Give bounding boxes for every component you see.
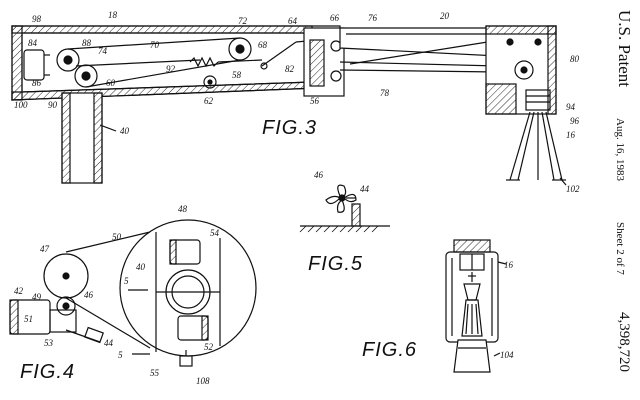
ref-72: 72 xyxy=(238,16,248,26)
ref-70: 70 xyxy=(150,40,160,50)
ref-104: 104 xyxy=(500,350,514,360)
ref-20: 20 xyxy=(440,11,450,21)
figure-3-caption: FIG.3 xyxy=(262,117,317,139)
figure-3-labels: 98 18 72 64 66 76 20 84 88 74 70 68 80 8… xyxy=(14,10,580,194)
ref-76: 76 xyxy=(368,13,378,23)
housing-left-wall xyxy=(11,25,23,101)
joint-bolt-bottom xyxy=(330,70,342,82)
arm-tube-20 xyxy=(339,27,499,57)
ref-51: 51 xyxy=(24,314,33,324)
ref-55: 55 xyxy=(150,368,160,378)
ref-86: 86 xyxy=(32,78,42,88)
ref-54: 54 xyxy=(210,228,220,238)
ref-92: 92 xyxy=(166,64,176,74)
ref-16: 16 xyxy=(504,260,514,270)
fan-hub xyxy=(338,194,346,202)
ref-90: 90 xyxy=(48,100,58,110)
housing-top-wall xyxy=(11,25,313,34)
ref-68: 68 xyxy=(258,40,268,50)
pulley-47 xyxy=(43,253,89,299)
ref-5: 5 xyxy=(124,276,129,286)
ref-84: 84 xyxy=(28,38,38,48)
ref-64: 64 xyxy=(288,16,298,26)
ref-80: 80 xyxy=(570,54,580,64)
spring-92 xyxy=(189,56,219,68)
ref-100: 100 xyxy=(14,100,28,110)
ref-56: 56 xyxy=(310,96,320,106)
ref-46: 46 xyxy=(314,170,324,180)
sheet-number: Sheet 2 of 7 xyxy=(614,222,626,275)
figure-4-caption: FIG.4 xyxy=(20,361,75,383)
link-68 xyxy=(261,41,297,67)
ref-82: 82 xyxy=(285,64,295,74)
gripper-fingers-16 xyxy=(506,111,566,181)
ref-108: 108 xyxy=(196,376,210,386)
figure-4-drive xyxy=(9,219,257,367)
figure-5-caption: FIG.5 xyxy=(308,253,363,275)
motor-base-53 xyxy=(49,309,77,333)
pulley-46 xyxy=(56,296,76,316)
gripper-lower-block xyxy=(485,83,517,115)
ref-60: 60 xyxy=(106,78,116,88)
ref-94: 94 xyxy=(566,102,576,112)
figure-5-fan xyxy=(299,184,390,233)
ref-53: 53 xyxy=(44,338,54,348)
ref-40: 40 xyxy=(120,126,130,136)
figure-6-gripper-with-piece xyxy=(445,239,507,373)
figure-6-caption: FIG.6 xyxy=(362,339,417,361)
figure-4-labels: 48 54 50 47 40 5 42 49 46 51 53 44 52 5 … xyxy=(14,204,220,386)
gripper-top-block xyxy=(453,239,491,253)
belt-70-upper xyxy=(67,37,241,50)
ref-18: 18 xyxy=(108,10,118,20)
ref-48: 48 xyxy=(178,204,188,214)
ref-98: 98 xyxy=(32,14,42,24)
ref-5-lower: 5 xyxy=(118,350,123,360)
ref-52: 52 xyxy=(204,342,214,352)
ref-44: 44 xyxy=(104,338,114,348)
belt-70-lower xyxy=(85,59,241,88)
ref-62: 62 xyxy=(204,96,214,106)
support-column-wall-left xyxy=(61,92,71,184)
arm-rod-78 xyxy=(339,61,499,67)
ref-47: 47 xyxy=(40,244,50,254)
patent-office-label: U.S. Patent xyxy=(615,10,634,87)
gear-94 xyxy=(525,89,551,111)
bolt-108 xyxy=(179,355,193,367)
figure-3-robot-arm xyxy=(11,25,567,186)
ref-78: 78 xyxy=(380,88,390,98)
ref-44: 44 xyxy=(360,184,370,194)
ref-88: 88 xyxy=(82,38,92,48)
belt-50-top xyxy=(65,231,151,253)
ref-42: 42 xyxy=(14,286,24,296)
ref-50: 50 xyxy=(112,232,122,242)
ref-46: 46 xyxy=(84,290,94,300)
figure-6-labels: 16 104 FIG.6 xyxy=(362,260,514,361)
ref-58: 58 xyxy=(232,70,242,80)
belt-50-bottom xyxy=(65,297,151,349)
patent-number: 4,398,720 xyxy=(616,312,632,372)
piece-base-104 xyxy=(453,339,491,373)
ref-49: 49 xyxy=(32,292,42,302)
ref-96: 96 xyxy=(570,116,580,126)
figure-5-labels: 46 44 FIG.5 xyxy=(308,170,370,275)
idler-62 xyxy=(203,75,217,89)
ref-16: 16 xyxy=(566,130,576,140)
fan-stand xyxy=(351,203,361,227)
ref-66: 66 xyxy=(330,13,340,23)
fan-blades xyxy=(325,184,357,213)
ref-74: 74 xyxy=(98,46,108,56)
pulley-72 xyxy=(228,37,252,61)
gripper-pulley xyxy=(514,60,534,80)
patent-date: Aug. 16, 1983 xyxy=(614,118,626,181)
motor-84 xyxy=(23,49,45,81)
ref-102: 102 xyxy=(566,184,580,194)
ref-40: 40 xyxy=(136,262,146,272)
chess-king-piece xyxy=(453,272,491,373)
support-column-wall-right xyxy=(93,92,103,184)
